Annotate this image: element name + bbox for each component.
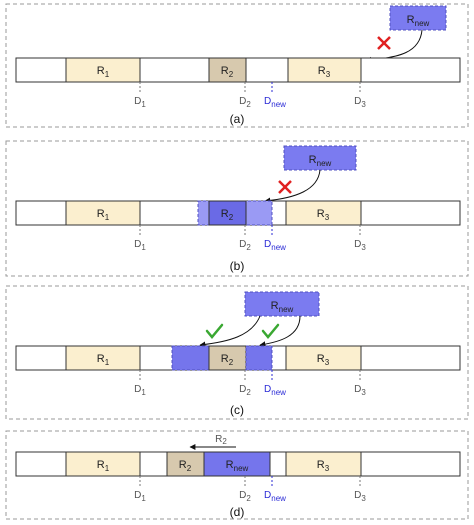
block-r3-label: R3	[317, 353, 330, 367]
block-r3-label: R3	[318, 65, 331, 79]
slot-before-r2	[171, 345, 210, 371]
slot-after-r2	[245, 345, 273, 371]
deadline-d3-label: D3	[354, 384, 366, 397]
block-r1	[65, 57, 141, 83]
new-request-box	[389, 5, 447, 31]
deadline-d3-label: D3	[354, 239, 366, 252]
insert-arrow-right	[259, 315, 301, 348]
block-r2	[208, 200, 247, 226]
deadline-d1-label: D1	[134, 239, 146, 252]
panel-d: R2 R1 R2 Rnew R3 D1 D2 Dnew D3 (d)	[5, 430, 469, 520]
deadline-d2-label: D2	[239, 490, 251, 503]
panel-c: Rnew R1 R2 R3 D1 D2 Dnew D3 (c)	[5, 285, 469, 420]
deadline-dnew-label: Dnew	[264, 239, 286, 252]
block-r1-label: R1	[97, 208, 110, 222]
block-r3-label: R3	[317, 459, 330, 473]
deadline-dnew-label: Dnew	[264, 384, 286, 397]
panel-frame	[5, 140, 469, 277]
block-r2-label: R2	[221, 353, 234, 367]
panel-frame	[5, 430, 469, 520]
deadline-dnew-label: Dnew	[264, 96, 286, 109]
deadline-d2-label: D2	[239, 96, 251, 109]
block-r1	[65, 451, 141, 477]
block-r3-label: R3	[317, 208, 330, 222]
deadline-d2-label: D2	[239, 384, 251, 397]
deadline-d3-label: D3	[354, 96, 366, 109]
block-r2-label: R2	[221, 208, 234, 222]
block-r3	[285, 345, 362, 371]
new-request-label: Rnew	[309, 154, 332, 168]
block-r3	[285, 200, 362, 226]
new-request-box	[244, 291, 320, 317]
panel-a: Rnew R1 R2 R3 D1 D2 Dnew D3 (a)	[5, 3, 469, 128]
panel-caption: (d)	[230, 505, 245, 519]
block-r3	[287, 57, 362, 83]
panel-caption: (c)	[230, 403, 244, 417]
deadline-d2-label: D2	[239, 239, 251, 252]
block-r1-label: R1	[97, 65, 110, 79]
accept-check-icon	[261, 323, 280, 339]
block-rnew-label: Rnew	[226, 459, 249, 473]
panel-frame	[5, 285, 469, 420]
deadline-dnew-label: Dnew	[264, 490, 286, 503]
reject-x-icon	[377, 36, 391, 50]
new-request-box	[283, 145, 357, 171]
insert-arrow	[365, 29, 423, 63]
block-r1-label: R1	[97, 353, 110, 367]
insert-arrow	[264, 169, 321, 204]
block-r1	[65, 200, 141, 226]
block-r2-label: R2	[221, 65, 234, 79]
panel-frame	[5, 3, 469, 128]
panel-b: Rnew R1 R2 R3 D1 D2 Dnew D3 (b)	[5, 140, 469, 277]
deadline-d3-label: D3	[354, 490, 366, 503]
block-r2-label: R2	[179, 459, 192, 473]
block-r2	[208, 57, 247, 83]
block-r3	[285, 451, 362, 477]
shift-label: R2	[215, 434, 227, 446]
panel-caption: (b)	[230, 259, 245, 273]
new-request-label: Rnew	[271, 300, 294, 314]
deadline-d1-label: D1	[134, 490, 146, 503]
insert-arrow-left	[199, 315, 261, 348]
deadline-d1-label: D1	[134, 96, 146, 109]
deadline-d1-label: D1	[134, 384, 146, 397]
panel-caption: (a)	[230, 112, 245, 126]
block-rnew	[203, 451, 271, 477]
block-r1-label: R1	[97, 459, 110, 473]
reject-x-icon	[278, 180, 292, 194]
accept-check-icon	[205, 323, 224, 339]
new-request-label: Rnew	[407, 14, 430, 28]
block-r1	[65, 345, 141, 371]
